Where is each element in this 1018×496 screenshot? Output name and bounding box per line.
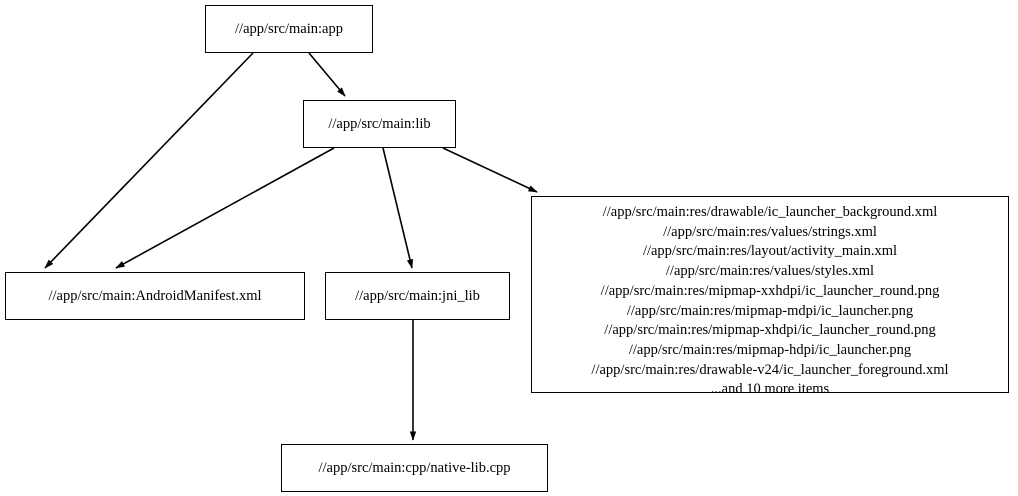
node-native-lib-cpp[interactable]: //app/src/main:cpp/native-lib.cpp — [281, 444, 548, 492]
edge-lib-to-resblock — [442, 147, 538, 193]
edge-app-to-manifest — [44, 52, 254, 269]
node-app[interactable]: //app/src/main:app — [205, 5, 373, 53]
edge-app-to-lib — [308, 52, 346, 97]
node-jni-lib[interactable]: //app/src/main:jni_lib — [325, 272, 510, 320]
edge-lib-to-manifest — [115, 147, 335, 269]
resource-line: //app/src/main:res/values/styles.xml — [665, 263, 875, 280]
resource-line: //app/src/main:res/mipmap-xhdpi/ic_launc… — [604, 322, 936, 339]
resource-line: //app/src/main:res/mipmap-xxhdpi/ic_laun… — [600, 282, 940, 299]
resource-line: //app/src/main:res/drawable/ic_launcher_… — [602, 204, 938, 220]
resource-line: //app/src/main:res/layout/activity_main.… — [642, 243, 898, 260]
resource-line: //app/src/main:res/values/strings.xml — [663, 223, 877, 240]
edge-lib-to-jnilib — [382, 147, 414, 269]
node-resource-files-group[interactable]: //app/src/main:res/drawable/ic_launcher_… — [531, 196, 1009, 397]
node-lib[interactable]: //app/src/main:lib — [303, 100, 456, 148]
resource-more-items-label: ...and 10 more items — [710, 381, 830, 398]
resource-line: //app/src/main:res/mipmap-mdpi/ic_launch… — [626, 302, 914, 319]
resource-line: //app/src/main:res/mipmap-hdpi/ic_launch… — [628, 341, 912, 358]
node-android-manifest-xml[interactable]: //app/src/main:AndroidManifest.xml — [5, 272, 305, 320]
resource-line: //app/src/main:res/drawable-v24/ic_launc… — [591, 361, 949, 378]
